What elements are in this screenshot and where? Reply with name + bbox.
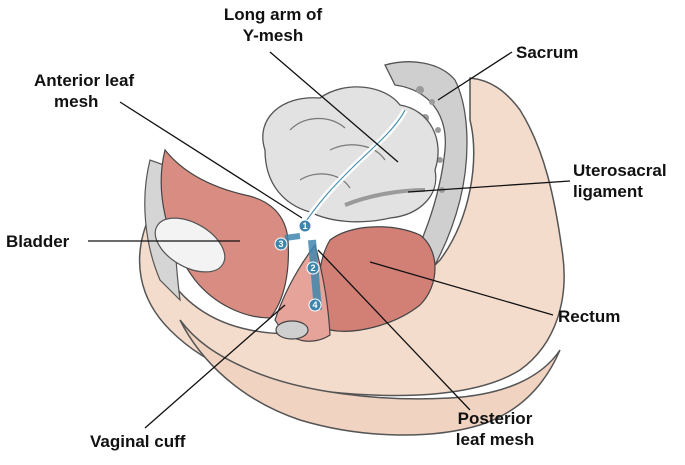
marker-4-text: 4 bbox=[312, 300, 317, 310]
marker-2: 2 bbox=[306, 261, 320, 275]
perineum-skin bbox=[179, 319, 561, 436]
marker-2-text: 2 bbox=[310, 263, 315, 273]
leader-rectum bbox=[369, 261, 554, 316]
label-vaginal-cuff: Vaginal cuff bbox=[90, 432, 186, 451]
vaginal-cuff-opening bbox=[275, 320, 309, 340]
bowel-fold bbox=[289, 117, 386, 189]
label-sacrum: Sacrum bbox=[516, 43, 579, 62]
leader-sacrum bbox=[437, 51, 513, 101]
marker-1: 1 bbox=[298, 219, 312, 233]
leader-anterior-leaf bbox=[119, 101, 303, 219]
marker-3: 3 bbox=[274, 237, 288, 251]
label-posterior-leaf: Posterior leaf mesh bbox=[455, 409, 535, 449]
leader-uterosacral bbox=[407, 180, 571, 193]
label-long-arm: Long arm of Y-mesh bbox=[223, 5, 323, 45]
leader-long-arm bbox=[269, 51, 399, 163]
label-uterosacral: Uterosacral ligament bbox=[573, 161, 667, 201]
leader-posterior-leaf bbox=[317, 249, 471, 411]
leader-vaginal-cuff bbox=[144, 304, 286, 429]
marker-1-text: 1 bbox=[302, 221, 307, 231]
marker-3-text: 3 bbox=[278, 239, 283, 249]
posterior-leaf-mesh bbox=[308, 239, 322, 311]
label-bladder: Bladder bbox=[6, 232, 70, 251]
uterosacral-ligament bbox=[344, 188, 426, 207]
bladder-cavity bbox=[154, 217, 226, 273]
label-anterior-leaf: Anterior leaf mesh bbox=[34, 71, 135, 111]
anterior-leaf-mesh bbox=[284, 233, 301, 241]
leader-lines bbox=[88, 51, 571, 429]
label-rectum: Rectum bbox=[558, 307, 621, 326]
marker-4: 4 bbox=[308, 298, 322, 312]
